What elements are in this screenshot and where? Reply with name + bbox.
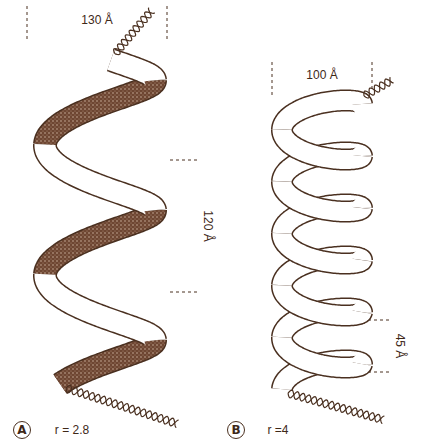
fibre-outline [45,80,155,144]
dna-linker [288,390,384,422]
fibre-front [45,274,155,340]
fibre-outline [282,285,362,315]
fibre-front [111,60,155,80]
fibre-surface [45,274,155,340]
fibre-front [45,144,155,210]
fibre-back [282,100,362,129]
fibre-front [282,285,362,315]
fibre-surface [45,80,155,144]
dimension-ticks [27,6,390,372]
panel-letter: A [17,424,26,436]
dna-linker [114,12,155,54]
dimension-tick [167,6,168,40]
fibre-surface [282,233,362,263]
fibre-outline [282,130,362,160]
dna-linker [364,77,390,98]
width-dimension: 100 Å [306,69,337,82]
fibre-front [282,130,362,160]
pitch-dimension: 45 Å [392,334,405,359]
panel-letter: B [231,424,240,436]
fibre-outline [282,233,362,263]
pitch-dimension: 120 Å [200,210,213,241]
ratio-label: r =4 [267,424,288,437]
fibre-front [282,181,362,211]
solenoid-fibres [45,8,394,428]
fibre-back [45,80,155,144]
fibre-back [60,340,155,384]
fibre-front [282,233,362,263]
dimension-tick [372,62,373,92]
fibre-surface [60,340,155,384]
fibre-outline [45,144,155,210]
fibre-outline [60,340,155,384]
fibre-outline [282,337,362,367]
dimension-tick [170,292,200,293]
fibre-front [282,337,362,367]
ratio-label: r = 2.8 [55,424,89,437]
fibre-outline [45,210,155,274]
dna-linker [364,79,394,96]
panel-letter-circle: A [13,421,31,439]
dna-linker [66,385,176,427]
fibre-outline [111,60,155,80]
fibre-surface [282,181,362,211]
fibre-outline [282,100,362,129]
dimension-tick [27,6,28,40]
dimension-tick [272,62,273,98]
fibre-surface [282,100,362,129]
fibre-outline [45,274,155,340]
fibre-surface [45,144,155,210]
dimension-tick [170,160,200,161]
fibre-surface [282,337,362,367]
fibre-surface [45,210,155,274]
fibre-outline [282,181,362,211]
dna-linker [288,392,382,424]
fibre-surface [111,60,155,80]
fibre-surface [282,285,362,315]
panel-letter-circle: B [227,421,245,439]
fibre-back [45,210,155,274]
fibre-surface [282,130,362,160]
width-dimension: 130 Å [81,14,112,27]
